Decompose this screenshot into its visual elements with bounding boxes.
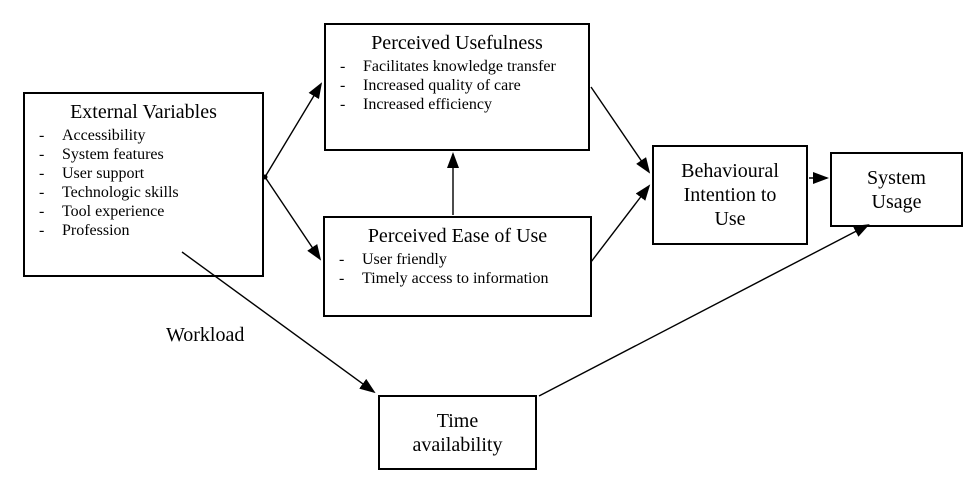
dash-bullet: - <box>340 96 346 113</box>
arrow-ease-of-use-to-behavioural-intention <box>590 184 651 263</box>
list-item: - System features <box>25 145 262 164</box>
dash-bullet: - <box>39 165 45 182</box>
dash-bullet: - <box>340 77 346 94</box>
list-item: - Technologic skills <box>25 183 262 202</box>
list-item: - Increased quality of care <box>326 76 588 95</box>
behavioural-intention-line: Use <box>714 208 746 230</box>
list-item: - Profession <box>25 221 262 240</box>
perceived-usefulness-list: - Facilitates knowledge transfer - Incre… <box>326 57 588 114</box>
box-external-variables: External Variables - Accessibility - Sys… <box>23 92 264 277</box>
perceived-ease-of-use-title: Perceived Ease of Use <box>367 225 548 247</box>
dash-bullet: - <box>339 270 345 287</box>
list-item-label: System features <box>62 146 164 163</box>
box-behavioural-intention: Behavioural Intention to Use <box>652 145 808 245</box>
list-item-label: User support <box>62 165 145 182</box>
box-perceived-usefulness: Perceived Usefulness - Facilitates knowl… <box>324 23 590 151</box>
box-time-availability: Time availability <box>378 395 537 470</box>
time-availability-line: Time <box>436 409 479 432</box>
list-item: - Tool experience <box>25 202 262 221</box>
perceived-ease-of-use-list: - User friendly - Timely access to infor… <box>325 250 590 288</box>
list-item-label: Increased efficiency <box>363 96 492 113</box>
box-system-usage: System Usage <box>830 152 963 227</box>
dash-bullet: - <box>39 184 45 201</box>
workload-edge-label: Workload <box>166 324 245 346</box>
list-item: - Timely access to information <box>325 269 590 288</box>
dash-bullet: - <box>340 58 346 75</box>
list-item-label: Timely access to information <box>362 270 549 287</box>
behavioural-intention-line: Behavioural <box>681 160 779 182</box>
dash-bullet: - <box>39 222 45 239</box>
list-item: - Accessibility <box>25 126 262 145</box>
dash-bullet: - <box>39 146 45 163</box>
system-usage-line: Usage <box>871 190 922 213</box>
external-variables-title: External Variables <box>70 101 217 123</box>
dash-bullet: - <box>339 251 345 268</box>
list-item-label: Accessibility <box>62 127 146 144</box>
list-item: - Increased efficiency <box>326 95 588 114</box>
time-availability-line: availability <box>412 433 503 456</box>
external-variables-list: - Accessibility - System features - User… <box>25 126 262 240</box>
list-item-label: Profession <box>62 222 130 239</box>
dash-bullet: - <box>39 127 45 144</box>
list-item: - User support <box>25 164 262 183</box>
list-item: - Facilitates knowledge transfer <box>326 57 588 76</box>
list-item-label: User friendly <box>362 251 447 268</box>
list-item-label: Technologic skills <box>62 184 179 201</box>
arrow-external-to-perceived-ease-of-use <box>264 176 322 261</box>
system-usage-line: System <box>867 166 926 189</box>
box-perceived-ease-of-use: Perceived Ease of Use - User friendly - … <box>323 216 592 317</box>
list-item-label: Tool experience <box>62 203 165 220</box>
behavioural-intention-line: Intention to <box>683 184 777 206</box>
arrow-usefulness-to-behavioural-intention <box>590 86 651 174</box>
list-item: - User friendly <box>325 250 590 269</box>
perceived-usefulness-title: Perceived Usefulness <box>371 32 543 54</box>
arrow-external-to-perceived-usefulness <box>264 82 323 178</box>
list-item-label: Increased quality of care <box>363 77 521 94</box>
list-item-label: Facilitates knowledge transfer <box>363 58 556 75</box>
dash-bullet: - <box>39 203 45 220</box>
